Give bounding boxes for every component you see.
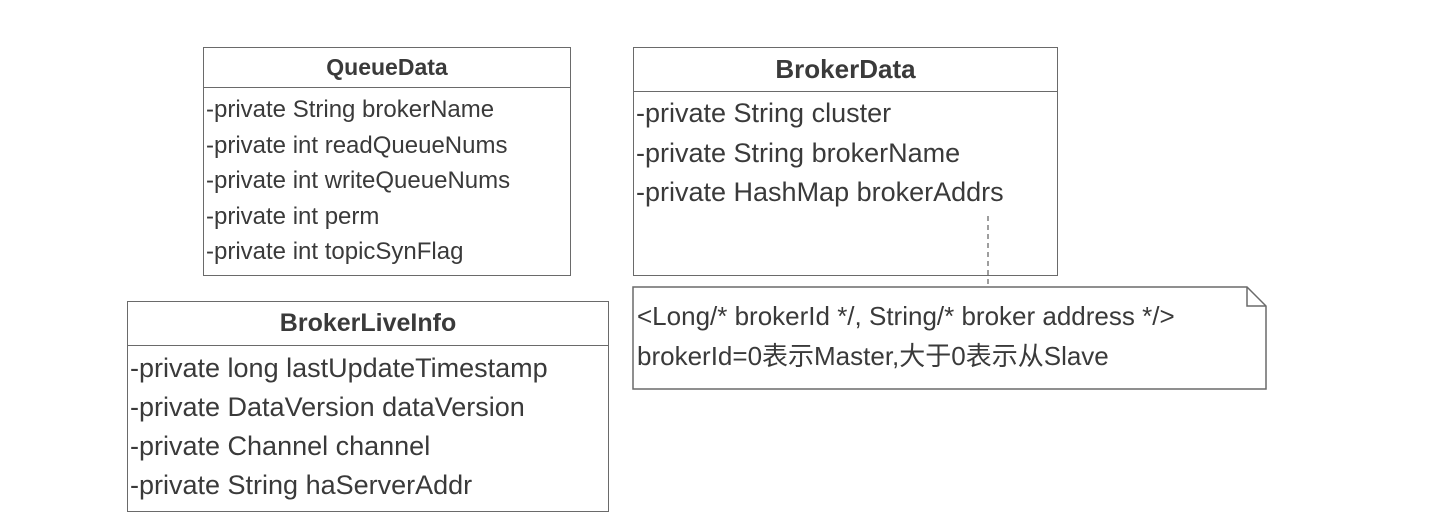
attribute-list: -private String cluster -private String … bbox=[634, 92, 1057, 213]
class-box-brokerdata: BrokerData -private String cluster -priv… bbox=[633, 47, 1058, 276]
class-name: QueueData bbox=[204, 48, 570, 88]
note-line: brokerId=0表示Master,大于0表示从Slave bbox=[637, 341, 1109, 371]
attribute: -private DataVersion dataVersion bbox=[130, 392, 525, 422]
note-folded-corner bbox=[1246, 287, 1266, 307]
attribute-list: -private long lastUpdateTimestamp -priva… bbox=[128, 346, 608, 505]
attribute: -private long lastUpdateTimestamp bbox=[130, 353, 548, 383]
class-name: BrokerData bbox=[634, 48, 1057, 92]
class-box-queuedata: QueueData -private String brokerName -pr… bbox=[203, 47, 571, 276]
attribute: -private int writeQueueNums bbox=[206, 167, 511, 194]
attribute: -private String brokerName bbox=[636, 137, 961, 168]
attribute: -private int topicSynFlag bbox=[206, 238, 464, 265]
note: <Long/* brokerId */, String/* broker add… bbox=[637, 296, 1175, 376]
attribute-list: -private String brokerName -private int … bbox=[204, 88, 570, 270]
note-shape bbox=[632, 286, 1267, 390]
attribute: -private String brokerName bbox=[206, 96, 495, 123]
class-name: BrokerLiveInfo bbox=[128, 302, 608, 346]
note-line: <Long/* brokerId */, String/* broker add… bbox=[637, 301, 1175, 331]
attribute: -private Channel channel bbox=[130, 431, 431, 461]
attribute: -private int perm bbox=[206, 202, 380, 230]
attribute: -private String cluster bbox=[636, 98, 892, 128]
attribute: -private String haServerAddr bbox=[130, 470, 473, 500]
attribute: -private int readQueueNums bbox=[206, 131, 508, 159]
class-box-brokerliveinfo: BrokerLiveInfo -private long lastUpdateT… bbox=[127, 301, 609, 512]
attribute: -private HashMap brokerAddrs bbox=[636, 177, 1004, 207]
